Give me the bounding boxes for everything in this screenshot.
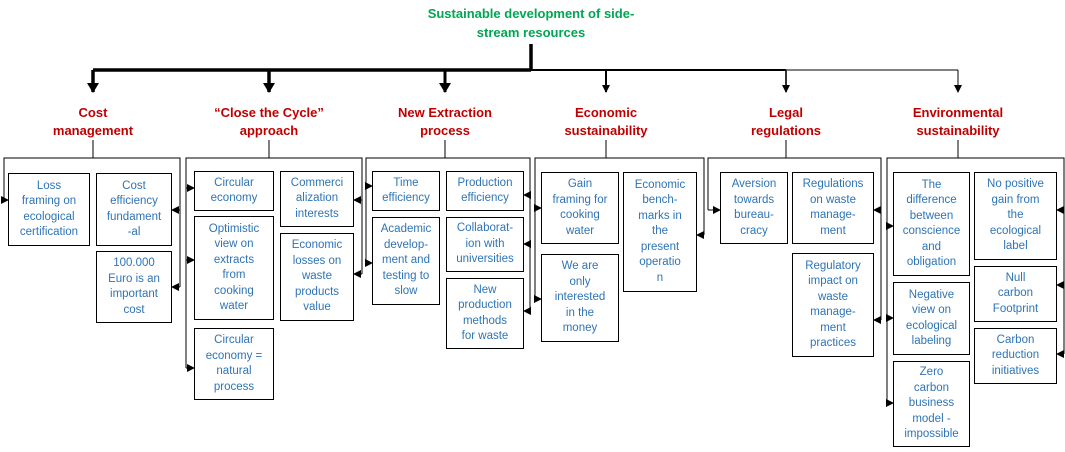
item-box: Optimistic view on extracts from cooking… (194, 216, 274, 320)
item-box: 100.000 Euro is an important cost (96, 251, 172, 323)
category-new-extraction: New Extraction process (398, 105, 492, 138)
item-box: New production methods for waste (446, 278, 524, 349)
item-box: We are only interested in the money (541, 254, 619, 342)
item-box: Regulatory impact on waste manage- ment … (792, 253, 874, 357)
item-box: Null carbon Footprint (974, 266, 1057, 322)
item-box: No positive gain from the ecological lab… (974, 172, 1057, 260)
item-box: Economic losses on waste products value (280, 233, 354, 321)
item-box: Regulations on waste manage- ment (792, 172, 874, 244)
item-box: Production efficiency (446, 171, 524, 211)
item-box: Aversion towards bureau- cracy (720, 172, 788, 244)
item-box: Economic bench- marks in the present ope… (623, 172, 697, 292)
category-legal-regulations: Legal regulations (750, 105, 822, 138)
item-box: Circular economy (194, 171, 274, 211)
item-box: Carbon reduction initiatives (974, 328, 1057, 384)
diagram-title: Sustainable development of side- stream … (427, 6, 635, 40)
branch-lines (1, 140, 1065, 407)
item-box: The difference between conscience and ob… (893, 172, 970, 276)
item-box: Cost efficiency fundament -al (96, 173, 172, 246)
item-box: Circular economy = natural process (194, 328, 274, 400)
category-environmental-sustainability: Environmental sustainability (912, 105, 1004, 138)
item-box: Commerci alization interests (280, 171, 354, 227)
item-box: Loss framing on ecological certification (8, 173, 90, 246)
item-box: Zero carbon business model - impossible (893, 361, 970, 447)
item-box: Time efficiency (372, 171, 440, 211)
category-close-the-cycle: “Close the Cycle” approach (214, 105, 324, 138)
category-cost-management: Cost management (52, 105, 134, 138)
item-box: Academic develop- ment and testing to sl… (372, 217, 440, 305)
item-box: Collaborat- ion with universities (446, 217, 524, 272)
category-economic-sustainability: Economic sustainability (564, 105, 648, 138)
item-box: Negative view on ecological labeling (893, 282, 970, 355)
item-box: Gain framing for cooking water (541, 172, 619, 244)
